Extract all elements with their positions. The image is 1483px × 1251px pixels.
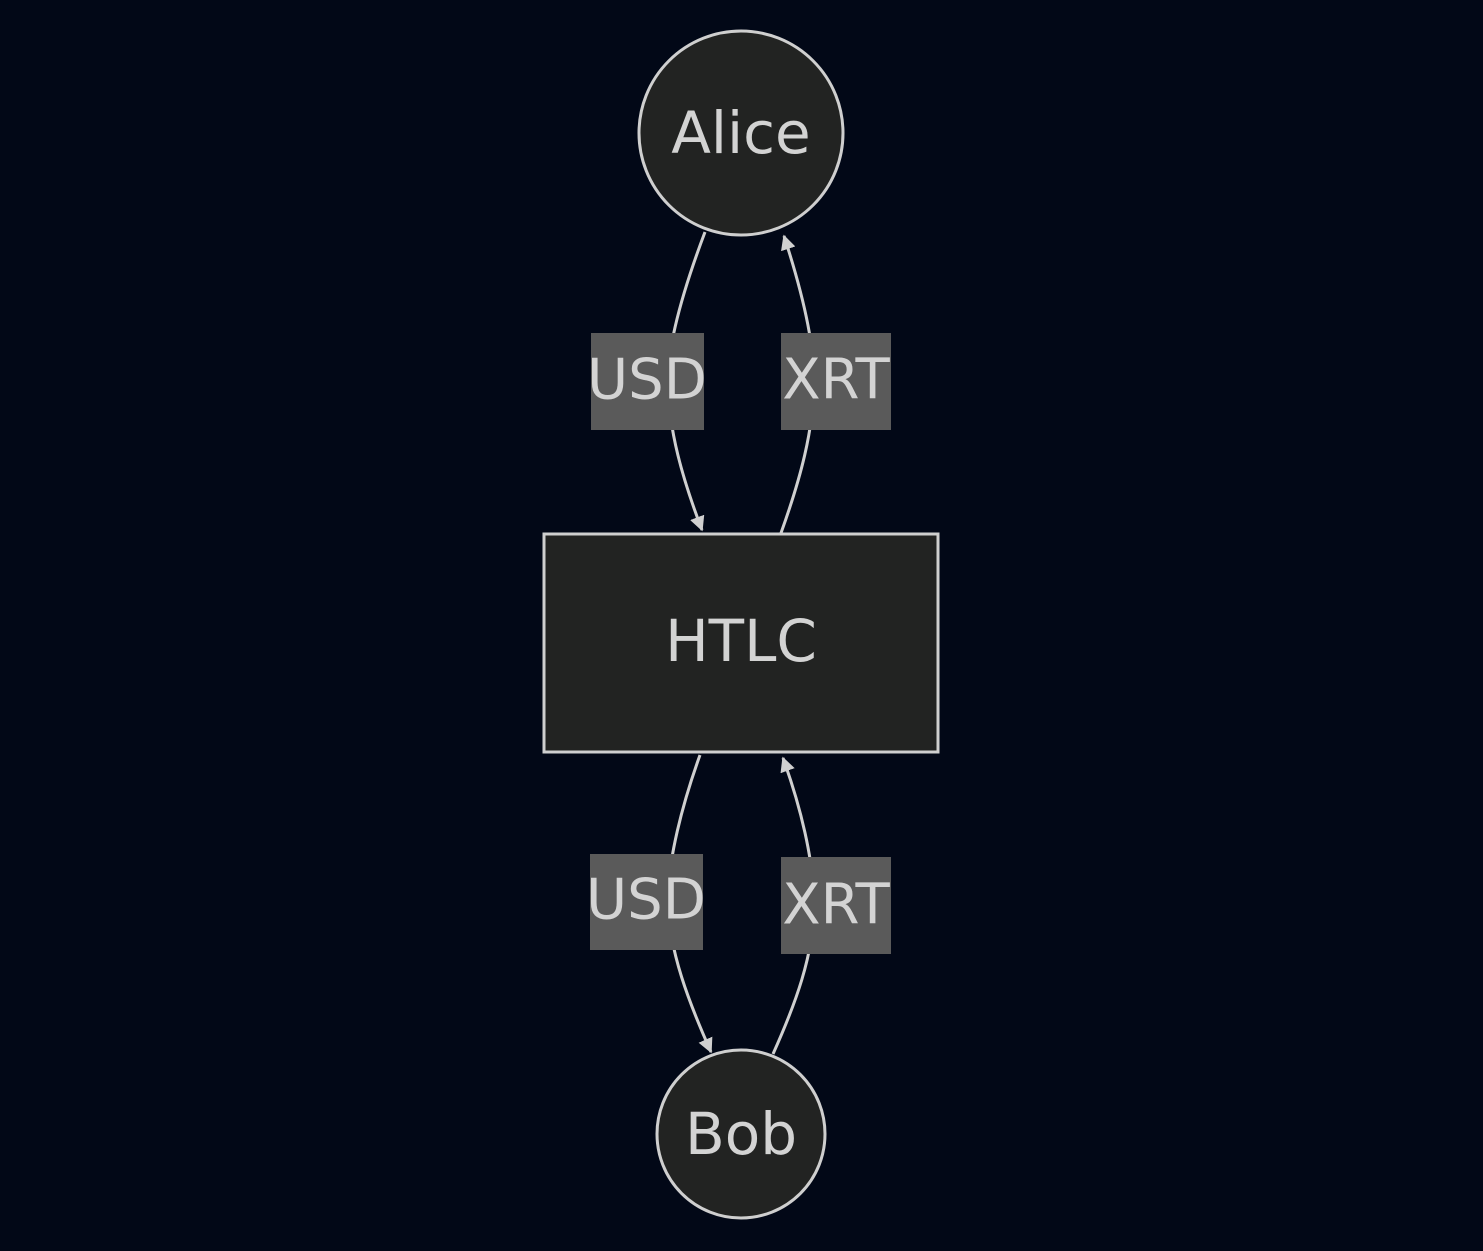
svg-text:HTLC: HTLC: [665, 607, 817, 675]
edge-label-usd-top: USD: [587, 333, 707, 430]
svg-text:USD: USD: [587, 348, 707, 413]
node-bob: Bob: [655, 1048, 827, 1220]
svg-text:XRT: XRT: [782, 873, 890, 938]
edge-label-xrt-bottom: XRT: [781, 857, 891, 954]
node-alice: Alice: [637, 29, 845, 237]
svg-text:Alice: Alice: [671, 99, 810, 167]
node-htlc: HTLC: [542, 532, 940, 754]
edge-label-usd-bottom: USD: [586, 854, 706, 950]
edge-label-xrt-top: XRT: [781, 333, 891, 430]
svg-text:XRT: XRT: [782, 348, 890, 413]
svg-text:USD: USD: [586, 868, 706, 933]
svg-text:Bob: Bob: [685, 1100, 797, 1168]
